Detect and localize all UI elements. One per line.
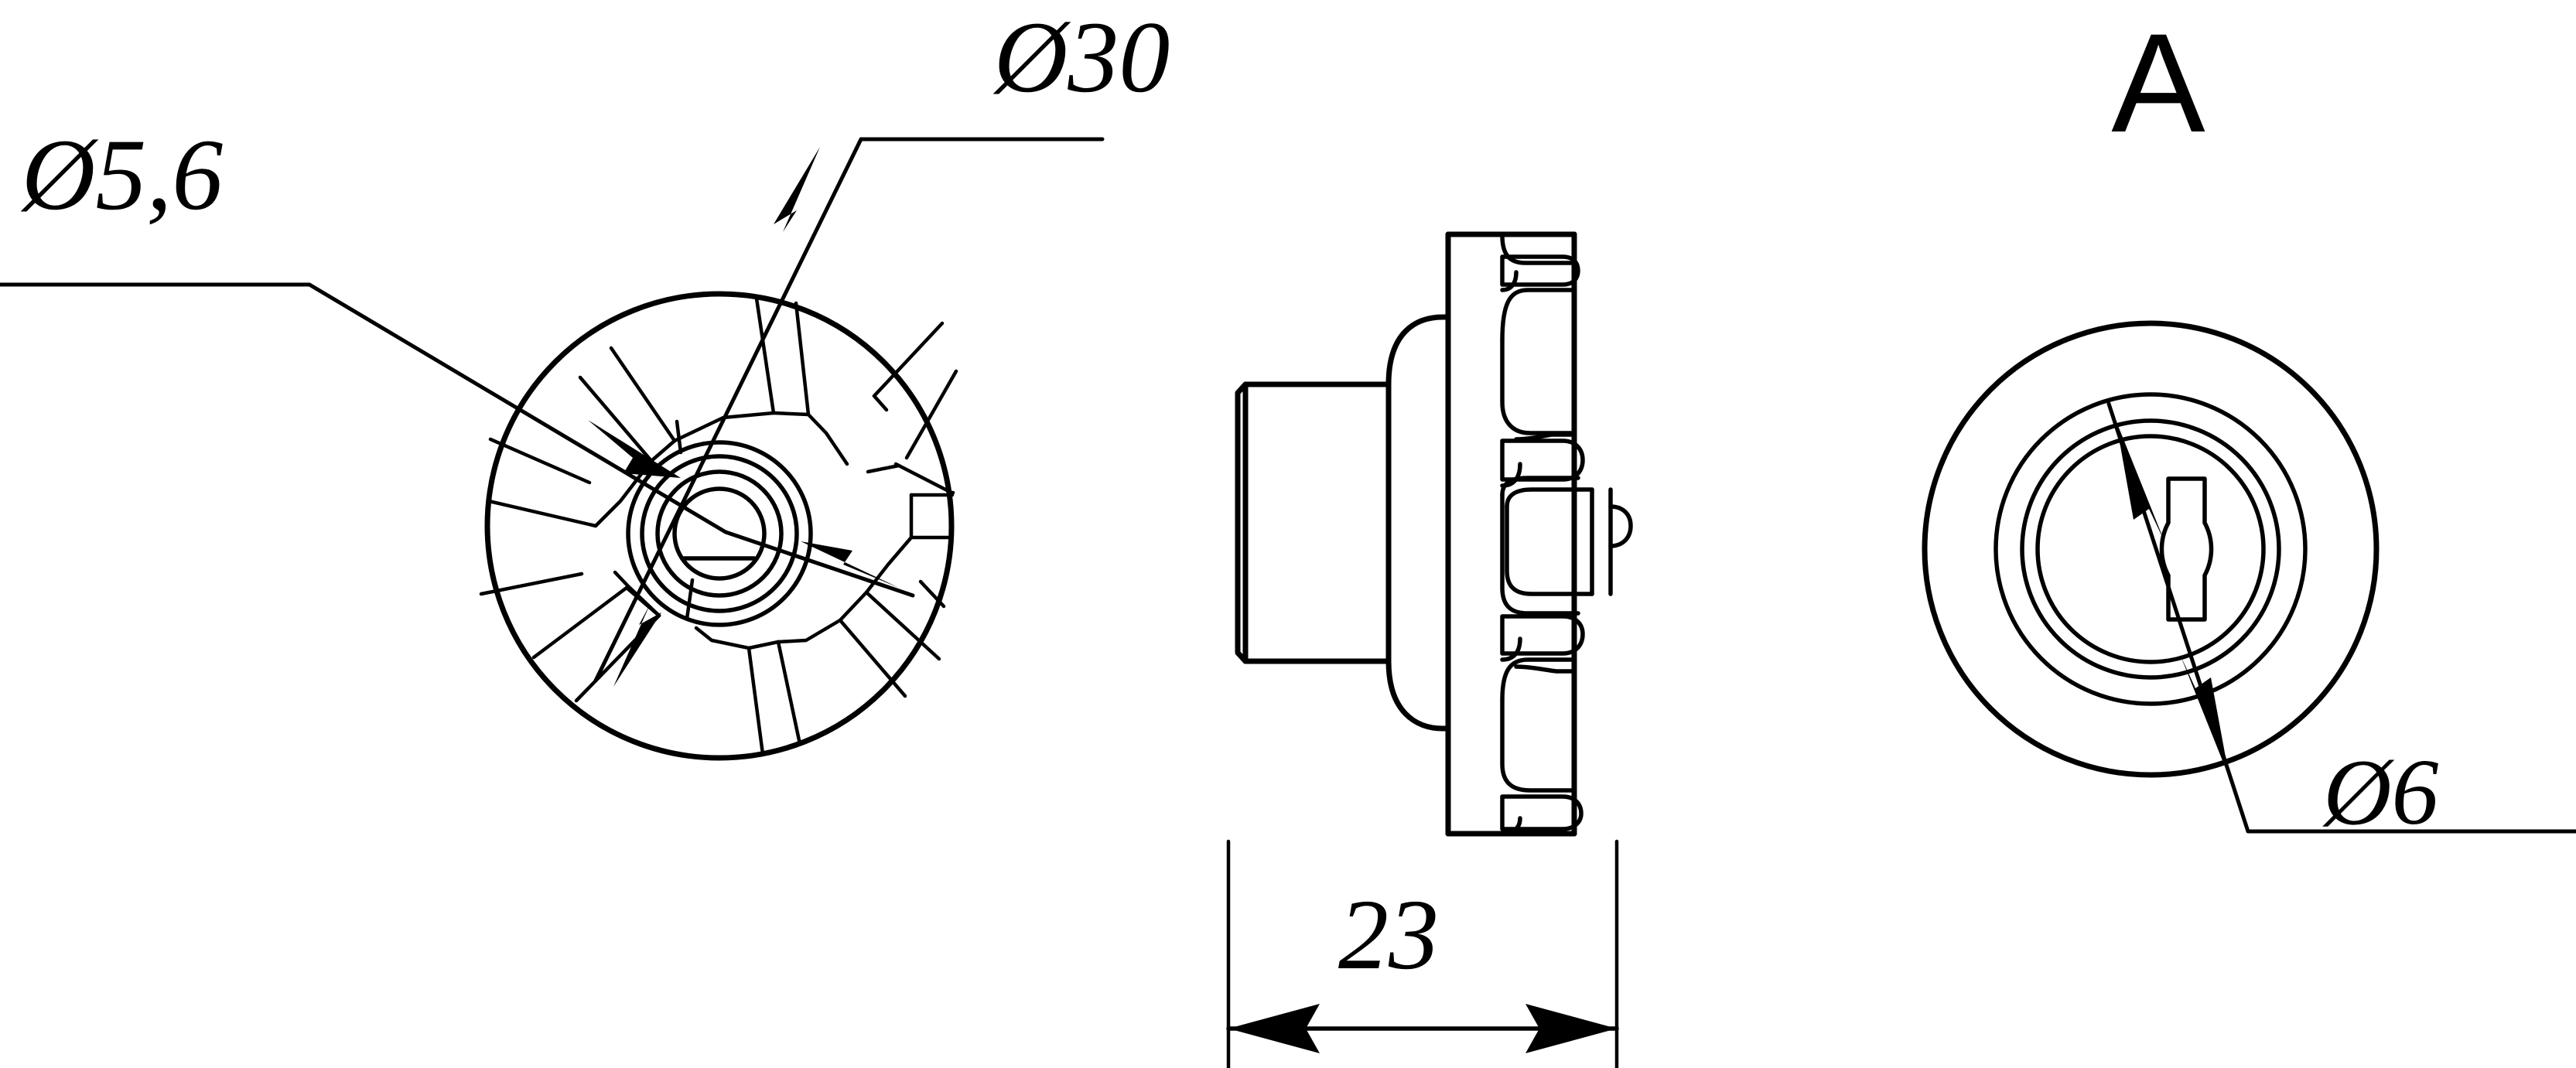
- rib-line: [487, 499, 598, 528]
- label-dim-23: 23: [1338, 879, 1439, 991]
- hub-facet: [613, 570, 661, 618]
- hub-facet: [675, 419, 683, 455]
- leader-dia-6: [2106, 401, 2576, 834]
- rib-line: [479, 572, 584, 596]
- side-view-collar: [1385, 314, 1451, 732]
- rib-end: [771, 411, 811, 417]
- knurl-rib-slot: [1500, 614, 1585, 656]
- rib-line: [776, 640, 802, 746]
- label-dia-6: Ø6: [2321, 740, 2438, 845]
- leader-dia-5-6: [0, 282, 728, 534]
- arrowhead-dia-30-lower: [613, 605, 661, 687]
- hub-facet: [866, 463, 901, 474]
- rib-line: [904, 369, 958, 460]
- arrowhead-dia-5-6: [588, 420, 681, 478]
- dimension-line-dia-30-stroke: [593, 137, 863, 683]
- side-view: 23: [1226, 231, 1633, 1068]
- view-a-circle-2: [1993, 392, 2308, 706]
- hub-facet: [864, 535, 914, 595]
- knurl-rib-slot: [1500, 794, 1584, 831]
- knurl-rib-fillet: [1500, 636, 1522, 662]
- collar-top-fillet: [1385, 314, 1451, 387]
- side-view-shaft: [1235, 381, 1392, 664]
- leader-line-dia-6: [2106, 401, 2576, 834]
- rib-line: [893, 462, 954, 495]
- rib-line: [488, 437, 592, 485]
- knurl-rib-inner: [1514, 664, 1577, 674]
- rib-end: [649, 438, 677, 463]
- knurl-rib-curve: [1500, 476, 1580, 497]
- knurl-rib-curve: [1500, 338, 1577, 435]
- knurl-rib-curve: [1500, 698, 1577, 793]
- knurl-rib-curve: [1505, 487, 1594, 509]
- rib-line: [794, 301, 811, 417]
- arrowhead-23-right: [1525, 1004, 1617, 1053]
- label-view-a: A: [2111, 4, 2205, 162]
- hub-facet: [806, 412, 849, 466]
- rib-end: [746, 640, 781, 650]
- side-view-flange: [1445, 231, 1508, 837]
- front-view: Ø5,6 Ø30: [0, 0, 1170, 761]
- rib-end: [838, 590, 869, 623]
- hub-facet: [694, 626, 751, 650]
- knurl-rib-fillet: [1500, 270, 1519, 292]
- rib-line: [754, 296, 776, 415]
- label-dia-5-6: Ø5,6: [20, 118, 223, 231]
- rib-end: [872, 394, 889, 412]
- knurl-rib-curve: [1500, 657, 1577, 702]
- knurl-rib-inner: [1514, 432, 1577, 442]
- side-view-knurled-body: [1500, 231, 1633, 837]
- knurl-rib-curve: [1500, 493, 1580, 616]
- knurl-notch-bump: [1608, 504, 1633, 548]
- leader-tick: [918, 579, 946, 609]
- view-a-circle-3: [2020, 418, 2281, 680]
- knurl-rib-slot: [1500, 254, 1580, 287]
- shaft-body: [1235, 381, 1392, 664]
- rib-line: [838, 618, 907, 698]
- view-a-outer-circle: [1922, 320, 2380, 778]
- hub-facet: [776, 618, 842, 644]
- arrowhead-dia-6-upper: [2116, 420, 2164, 541]
- front-view-outer-circle: [484, 291, 955, 761]
- knurl-rib-fillet: [1500, 816, 1522, 836]
- view-a-circle-4: [2035, 434, 2266, 664]
- dimension-line-dia-30: [593, 137, 1105, 687]
- leader-line-dia-5-6: [0, 282, 728, 534]
- rib-line: [872, 321, 945, 398]
- front-view-ribs: [479, 296, 958, 756]
- leader-line-dia-5-6-extension: [723, 530, 915, 598]
- rib-line: [531, 585, 629, 660]
- view-a: A Ø6: [1922, 4, 2576, 845]
- knurl-rib-curve: [1500, 288, 1577, 343]
- rib-line: [864, 590, 941, 661]
- arrowhead-dia-30-upper: [774, 147, 820, 232]
- hub-bore-circle: [672, 486, 767, 581]
- hub-circle-outer: [626, 440, 813, 627]
- rib-line: [746, 646, 765, 756]
- arrowhead-23-left: [1228, 1004, 1320, 1053]
- front-view-hub-circles: [626, 440, 813, 627]
- keyway-profile: [2159, 476, 2214, 622]
- hub-circle-3: [655, 469, 784, 598]
- label-dia-30: Ø30: [992, 0, 1170, 114]
- hub-circle-2: [640, 454, 799, 613]
- knurl-rib-slot: [1500, 438, 1585, 482]
- collar-bottom-fillet: [1385, 658, 1451, 732]
- rib-line: [578, 375, 654, 463]
- rib-line: [609, 346, 677, 443]
- arrowhead-dia-5-6-far: [801, 541, 899, 588]
- dimension-23: 23: [1226, 839, 1619, 1068]
- arrowhead-dia-6-lower: [2180, 654, 2229, 778]
- view-a-keyway-bore: [2159, 476, 2214, 622]
- knurl-rib-curve: [1505, 504, 1594, 596]
